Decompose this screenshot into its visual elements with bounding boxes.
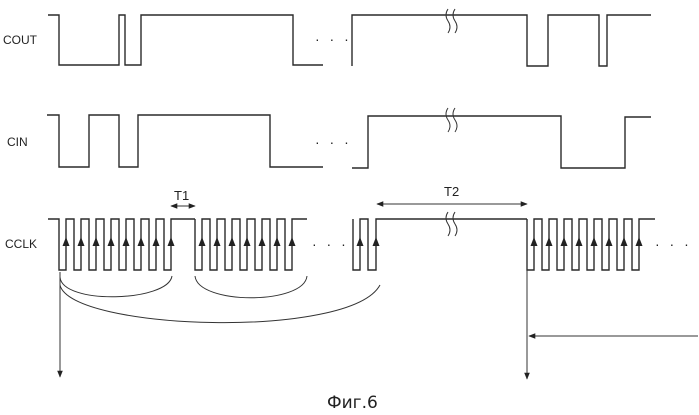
rising-edge-arrow-icon: [274, 237, 281, 246]
signal-label-cclk: CCLK: [5, 237, 37, 251]
waveform-cclk: · · · · · ·: [48, 212, 692, 270]
waveform-cin: · · ·: [47, 108, 651, 168]
rising-edge-arrow-icon: [546, 237, 553, 246]
rising-edge-arrow-icon: [289, 237, 296, 246]
figure-caption: Фиг.6: [327, 393, 378, 413]
rising-edge-arrow-icon: [621, 237, 628, 246]
rising-edge-arrow-icon: [78, 237, 85, 246]
continuation-dots: · · ·: [315, 134, 352, 150]
period-t1: T1: [171, 188, 195, 206]
group-arc-2: [195, 276, 307, 298]
cin-segment-right: [352, 116, 651, 168]
period-t2: T2: [377, 184, 527, 204]
rising-edge-arrow-icon: [63, 237, 70, 246]
cout-segment-left: [48, 15, 323, 65]
rising-edge-arrow-icon: [214, 237, 221, 246]
group-arc-3: [60, 285, 380, 323]
rising-edge-arrow-icon: [259, 237, 266, 246]
rising-edge-arrow-icon: [606, 237, 613, 246]
rising-edge-arrow-icon: [93, 237, 100, 246]
rising-edge-arrow-icon: [168, 237, 175, 246]
continuation-dots: · · ·: [655, 236, 692, 252]
rising-edge-arrow-icon: [108, 237, 115, 246]
cclk-burst-3: [353, 219, 527, 270]
period-label-t1: T1: [174, 188, 189, 203]
signal-label-cout: COUT: [3, 33, 38, 47]
rising-edge-arrow-icon: [199, 237, 206, 246]
rising-edge-arrow-icon: [576, 237, 583, 246]
rising-edge-arrow-icon: [531, 237, 538, 246]
rising-edge-arrow-icon: [138, 237, 145, 246]
continuation-dots: · · ·: [315, 31, 352, 47]
rising-edge-arrow-icon: [153, 237, 160, 246]
cin-segment-left: [47, 115, 323, 167]
rising-edge-arrow-icon: [229, 237, 236, 246]
waveform-cout: · · ·: [48, 9, 651, 66]
cout-segment-right: [352, 15, 651, 66]
period-label-t2: T2: [444, 184, 459, 199]
break-mark: [446, 9, 457, 33]
break-mark: [446, 212, 457, 236]
rising-edge-arrow-icon: [561, 237, 568, 246]
signal-label-cin: CIN: [7, 135, 28, 149]
group-arc-1: [60, 276, 172, 297]
break-mark: [446, 108, 457, 132]
rising-edge-arrow-icon: [244, 237, 251, 246]
rising-edge-arrow-icon: [373, 237, 380, 246]
rising-edge-arrow-icon: [357, 237, 364, 246]
continuation-dots: · · ·: [312, 236, 349, 252]
rising-edge-arrow-icon: [591, 237, 598, 246]
rising-edge-arrow-icon: [636, 237, 643, 246]
rising-edge-arrow-icon: [123, 237, 130, 246]
